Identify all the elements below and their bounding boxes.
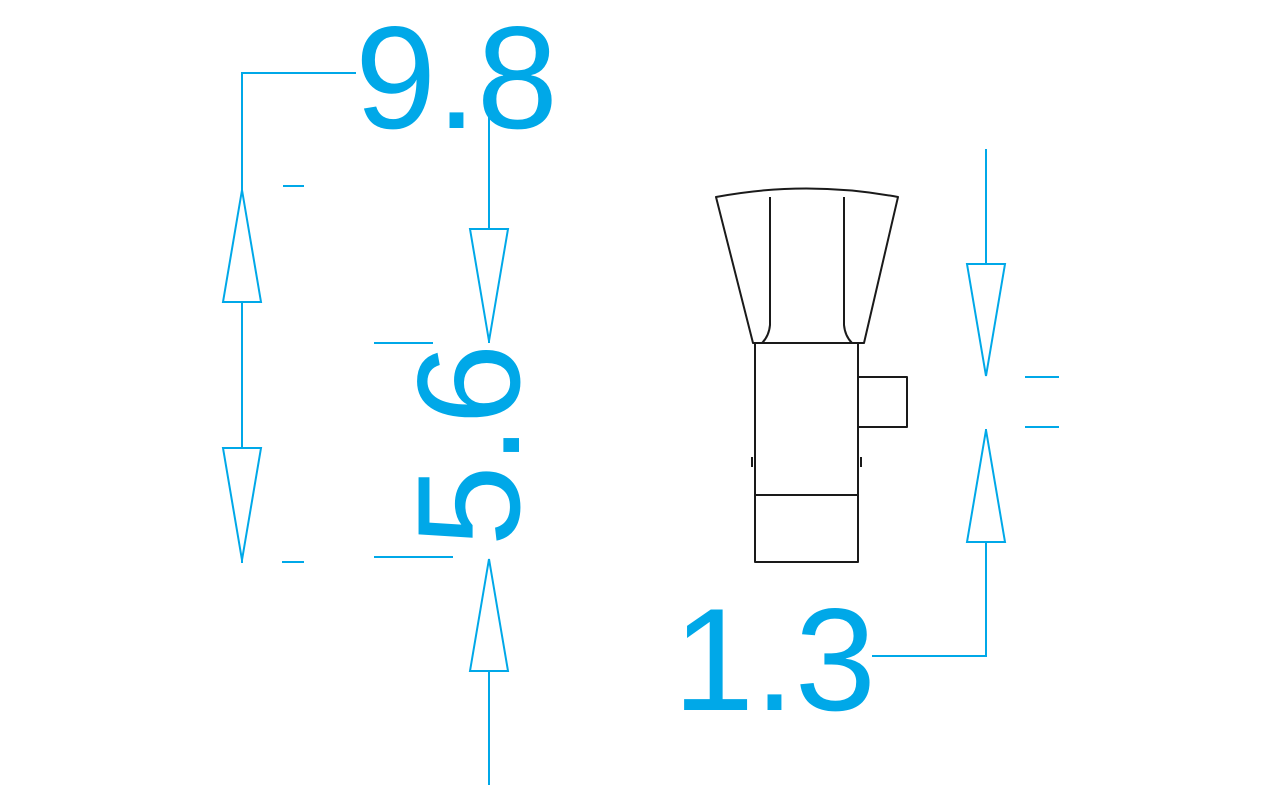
part-outline xyxy=(715,187,908,563)
arrow-up-icon xyxy=(965,429,1007,543)
dimension-label-pin-width: 1.3 xyxy=(673,578,876,741)
arrow-down-icon xyxy=(221,447,263,561)
part-head-rib-left xyxy=(761,197,771,344)
dimension-label-lower-height: 5.6 xyxy=(387,344,550,547)
arrow-down-icon xyxy=(468,228,510,342)
dimension-label-overall-height: 9.8 xyxy=(355,0,558,159)
part-side-pin xyxy=(856,376,908,428)
dimension-lower-height: 5.6 xyxy=(374,117,550,785)
part-body xyxy=(754,342,859,563)
dimension-pin-width: 1.3 xyxy=(673,149,1059,741)
dimension-line-overall-height xyxy=(241,72,356,563)
arrow-up-icon xyxy=(468,558,510,672)
dimension-overall-height: 9.8 xyxy=(221,0,558,563)
arrow-down-icon xyxy=(965,263,1007,377)
part-head-rib-right xyxy=(843,197,853,344)
part-head xyxy=(715,187,899,344)
arrow-up-icon xyxy=(221,189,263,303)
